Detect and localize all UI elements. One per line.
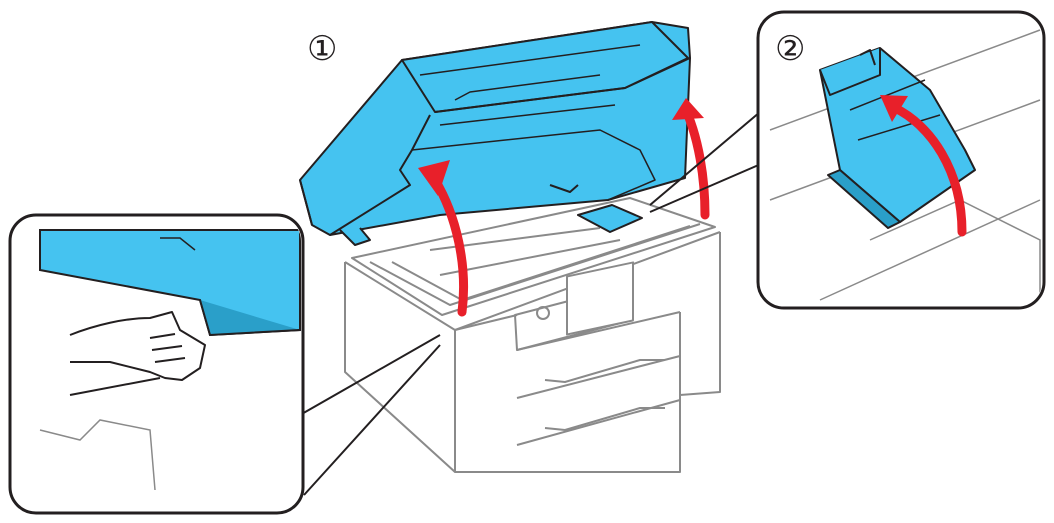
arrowhead-left-icon <box>418 160 450 196</box>
scanner-unit-icon <box>299 21 691 246</box>
step-1-label: ① <box>307 29 337 69</box>
arrowhead-right-icon <box>672 98 704 120</box>
cartridge-cover-open-icon <box>819 47 976 229</box>
arrowhead-cover-icon <box>880 95 908 122</box>
step-2-label: ② <box>775 29 805 69</box>
lift-arrow-right <box>683 110 710 220</box>
detail-left-callout <box>8 213 441 515</box>
open-cover-arrow <box>890 103 967 237</box>
hand-icon <box>69 311 206 396</box>
lift-arrow-left <box>430 175 469 317</box>
detail-right-callout: ② <box>649 10 1046 310</box>
cartridge-cover-icon <box>577 204 643 233</box>
printer-body <box>344 197 721 473</box>
